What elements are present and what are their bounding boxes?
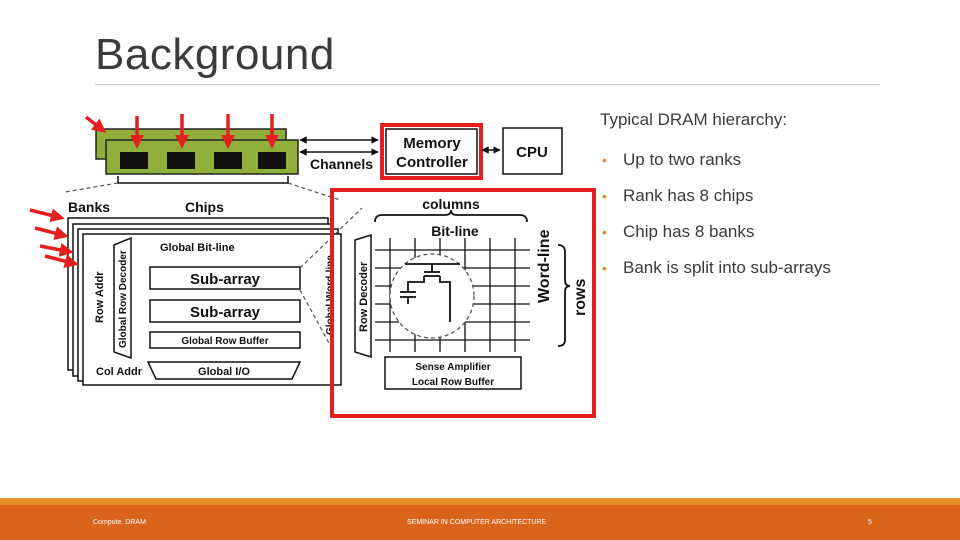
bullet-text: Chip has 8 banks	[623, 222, 755, 241]
cpu-label: CPU	[516, 144, 548, 161]
sub-array-1-label: Sub-array	[190, 271, 261, 288]
global-bit-line-label: Global Bit-line	[160, 242, 235, 254]
bullet-item: • Chip has 8 banks	[600, 222, 940, 258]
sense-amplifier-label: Sense Amplifier	[415, 362, 490, 373]
row-decoder	[354, 233, 372, 359]
channels-label: Channels	[310, 156, 373, 172]
cpu-box	[502, 127, 563, 175]
rows-label: rows	[572, 279, 589, 316]
global-io	[146, 361, 302, 380]
memory-controller-label-1: Memory	[403, 135, 461, 152]
local-row-buffer-label: Local Row Buffer	[412, 377, 494, 388]
global-row-buffer	[149, 331, 301, 349]
page-number: 5	[868, 519, 872, 526]
red-annotation-arrows	[29, 114, 279, 268]
bullets-intro: Typical DRAM hierarchy:	[600, 110, 788, 129]
dimm-modules	[95, 128, 299, 184]
bullet-item: • Bank is split into sub-arrays	[600, 258, 940, 294]
sub-array-2	[149, 299, 301, 323]
footer-stripe	[0, 498, 960, 505]
bullet-item: • Rank has 8 chips	[600, 186, 940, 222]
bullet-item: • Up to two ranks	[600, 150, 940, 186]
sub-array-2-label: Sub-array	[190, 304, 261, 321]
bullet-text: Rank has 8 chips	[623, 186, 754, 205]
bullet-dot-icon: •	[602, 152, 607, 168]
sub-array-detail-highlight	[330, 188, 596, 418]
global-io-label: Global I/O	[198, 366, 250, 378]
bullet-list: • Up to two ranks • Rank has 8 chips • Chip…	[600, 150, 940, 294]
sense-amplifier-box	[384, 356, 522, 390]
col-addr-label: Col Addr	[96, 366, 143, 378]
memory-controller-label-2: Controller	[396, 154, 468, 171]
slide-title: Background	[95, 30, 335, 79]
cell-magnifier	[389, 253, 475, 339]
cell-circuit	[400, 263, 460, 322]
bullet-text: Bank is split into sub-arrays	[623, 258, 831, 277]
sub-array-1	[149, 266, 301, 290]
row-addr-label: Row Addr	[94, 271, 106, 323]
hierarchy-notes: Typical DRAM hierarchy: • Up to two ranks…	[600, 110, 940, 294]
bullet-dot-icon: •	[602, 188, 607, 204]
title-divider	[95, 84, 880, 85]
bit-line-label: Bit-line	[431, 223, 479, 239]
row-decoder-label: Row Decoder	[358, 261, 370, 332]
bullet-text: Up to two ranks	[623, 150, 742, 169]
chips-label: Chips	[185, 199, 224, 215]
bullet-dot-icon: •	[602, 260, 607, 276]
global-row-decoder	[113, 236, 132, 360]
footer-center-text: SEMINAR IN COMPUTER ARCHITECTURE	[407, 519, 547, 526]
global-row-buffer-label: Global Row Buffer	[181, 336, 268, 347]
global-row-decoder-label: Global Row Decoder	[118, 250, 129, 348]
banks-label: Banks	[68, 199, 110, 215]
columns-label: columns	[422, 196, 480, 212]
word-line-label: Word-line	[536, 229, 553, 303]
footer-left-text: Compute. DRAM	[93, 519, 146, 526]
bullet-dot-icon: •	[602, 224, 607, 240]
slide-footer: Compute. DRAM SEMINAR IN COMPUTER ARCHIT…	[0, 505, 960, 540]
